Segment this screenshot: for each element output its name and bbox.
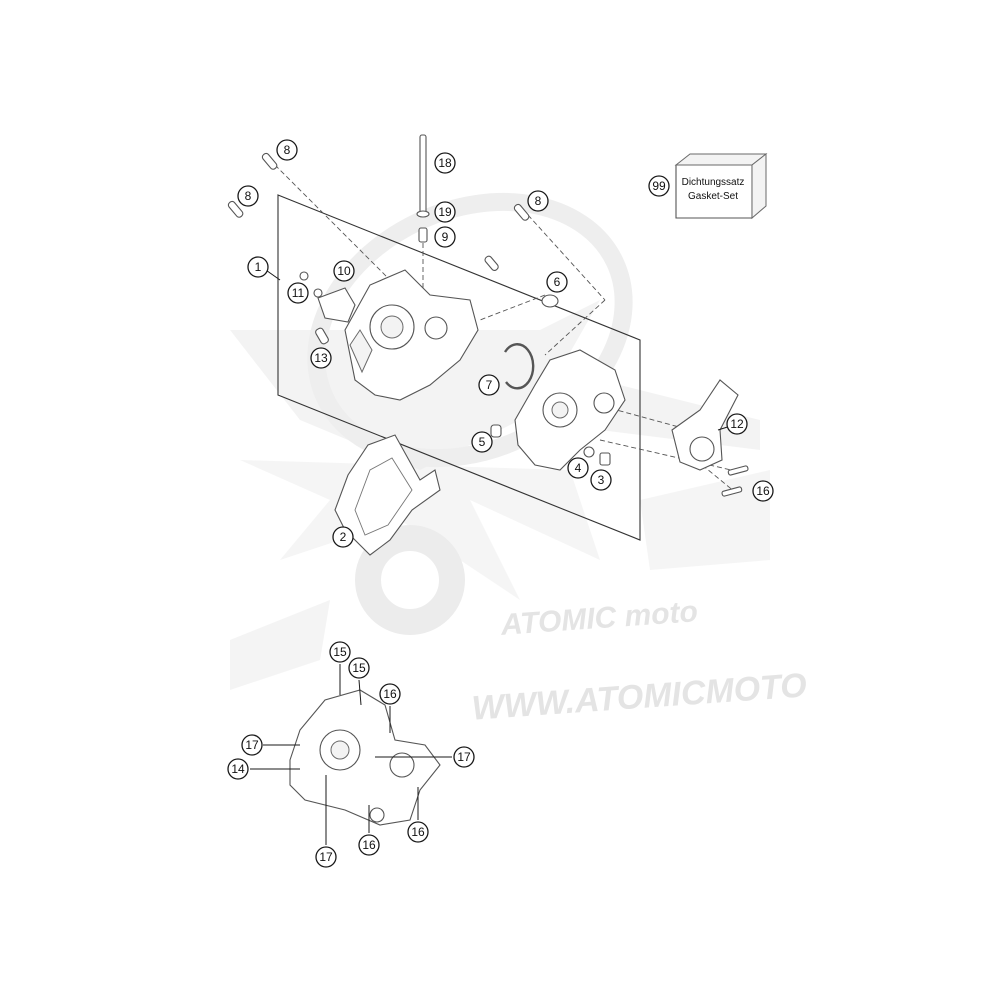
shift-rod-18 bbox=[419, 134, 427, 216]
callout-10: 10 bbox=[333, 260, 355, 282]
gasket-box-label-1: Dichtungssatz bbox=[682, 177, 745, 188]
assembly-panel-outline bbox=[277, 194, 641, 541]
callout-19: 19 bbox=[434, 201, 456, 223]
screw-9 bbox=[418, 227, 428, 243]
svg-text:17: 17 bbox=[245, 738, 259, 752]
snap-ring-7 bbox=[503, 343, 535, 390]
svg-text:11: 11 bbox=[292, 286, 305, 300]
svg-text:17: 17 bbox=[457, 750, 471, 764]
callout-15-left: 15 bbox=[329, 641, 351, 663]
callout-17-left: 17 bbox=[241, 734, 263, 756]
svg-text:19: 19 bbox=[438, 205, 452, 219]
svg-text:1: 1 bbox=[255, 260, 262, 274]
callout-12: 12 bbox=[726, 413, 748, 435]
bolt-16-a bbox=[727, 465, 749, 476]
svg-text:7: 7 bbox=[486, 378, 493, 392]
svg-text:15: 15 bbox=[333, 645, 347, 659]
plug-3 bbox=[599, 452, 611, 466]
callout-15-right: 15 bbox=[348, 657, 370, 679]
callout-16-mid: 16 bbox=[379, 683, 401, 705]
svg-text:12: 12 bbox=[730, 417, 744, 431]
assembled-crankcase bbox=[289, 689, 441, 826]
watermark-url: WWW.ATOMICMOTO bbox=[471, 666, 808, 727]
gasket-box-label-2: Gasket-Set bbox=[688, 191, 738, 202]
housing-12 bbox=[671, 379, 739, 471]
callout-8-left: 8 bbox=[237, 185, 259, 207]
svg-text:16: 16 bbox=[362, 838, 376, 852]
svg-text:9: 9 bbox=[442, 230, 449, 244]
callout-9: 9 bbox=[434, 226, 456, 248]
callout-11: 11 bbox=[287, 282, 309, 304]
svg-text:8: 8 bbox=[535, 194, 542, 208]
svg-text:17: 17 bbox=[319, 850, 333, 864]
callout-4: 4 bbox=[567, 457, 589, 479]
callout-16-top: 16 bbox=[752, 480, 774, 502]
cover-gasket-10 bbox=[317, 287, 356, 323]
washer-11 bbox=[313, 288, 323, 298]
sleeve-13 bbox=[315, 327, 329, 345]
right-crankcase-half bbox=[514, 349, 626, 471]
callout-5: 5 bbox=[471, 431, 493, 453]
watermark-logo: ATOMIC moto bbox=[499, 595, 699, 642]
gasket-set-box: Dichtungssatz Gasket-Set bbox=[674, 152, 768, 220]
svg-text:14: 14 bbox=[231, 762, 245, 776]
screw-11 bbox=[299, 271, 309, 281]
callout-13: 13 bbox=[310, 347, 332, 369]
callout-17-bottom: 17 bbox=[315, 846, 337, 868]
callout-7: 7 bbox=[478, 374, 500, 396]
svg-text:2: 2 bbox=[340, 530, 347, 544]
dowel-pin-8a bbox=[261, 152, 278, 170]
left-crankcase-half bbox=[344, 269, 479, 401]
callout-16-bottom: 16 bbox=[358, 834, 380, 856]
svg-text:3: 3 bbox=[598, 473, 605, 487]
callout-1: 1 bbox=[247, 256, 269, 278]
svg-text:16: 16 bbox=[411, 825, 425, 839]
svg-text:99: 99 bbox=[652, 179, 666, 193]
dowel-pin-8c bbox=[513, 203, 530, 221]
svg-text:8: 8 bbox=[245, 189, 252, 203]
svg-text:16: 16 bbox=[383, 687, 397, 701]
svg-text:16: 16 bbox=[756, 484, 770, 498]
svg-text:18: 18 bbox=[438, 156, 452, 170]
svg-text:15: 15 bbox=[352, 661, 366, 675]
callout-16-bottom-right: 16 bbox=[407, 821, 429, 843]
circlip-19 bbox=[416, 210, 430, 218]
callout-8-right: 8 bbox=[527, 190, 549, 212]
svg-text:4: 4 bbox=[575, 461, 582, 475]
svg-text:10: 10 bbox=[337, 264, 351, 278]
callout-3: 3 bbox=[590, 469, 612, 491]
svg-text:6: 6 bbox=[554, 275, 561, 289]
bolt-16-b bbox=[721, 486, 743, 497]
callout-99: 99 bbox=[648, 175, 670, 197]
callout-17-right: 17 bbox=[453, 746, 475, 768]
dowel-pin-panel bbox=[484, 255, 499, 272]
callout-8-top: 8 bbox=[276, 139, 298, 161]
oring-4 bbox=[583, 446, 595, 458]
dowel-pin-8b bbox=[227, 200, 244, 218]
svg-text:8: 8 bbox=[284, 143, 291, 157]
callout-2: 2 bbox=[332, 526, 354, 548]
callout-14: 14 bbox=[227, 758, 249, 780]
svg-text:13: 13 bbox=[314, 351, 328, 365]
shaft-seal-6 bbox=[541, 294, 559, 308]
svg-text:5: 5 bbox=[479, 435, 486, 449]
bearing-sleeve-5 bbox=[490, 424, 502, 438]
callout-18: 18 bbox=[434, 152, 456, 174]
callout-6: 6 bbox=[546, 271, 568, 293]
